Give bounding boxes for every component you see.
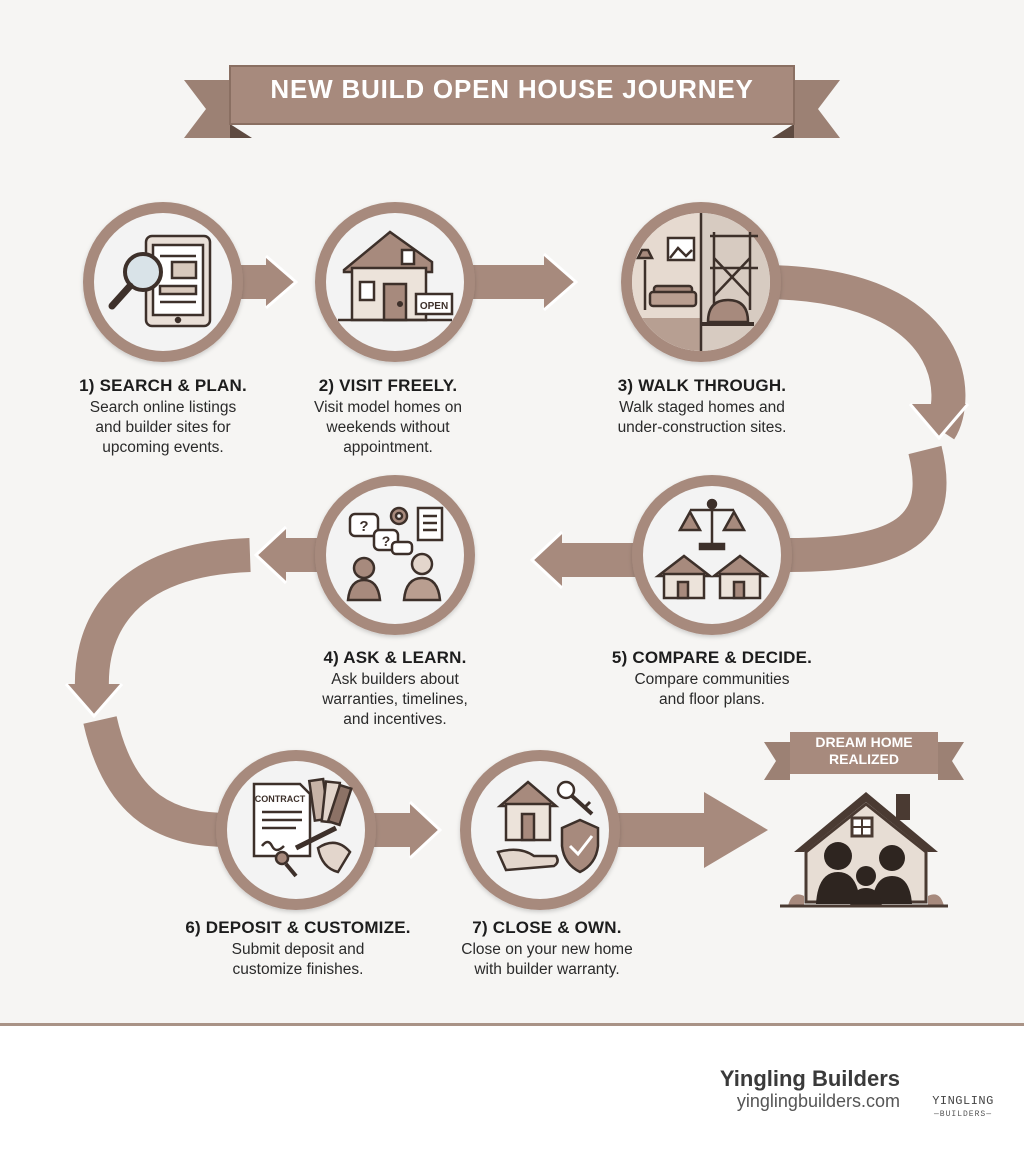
brand-url: yinglingbuilders.com xyxy=(736,1091,900,1111)
step-7-text: 7) CLOSE & OWN. Close on your new home w… xyxy=(417,918,677,980)
dream-home-label: DREAM HOME REALIZED xyxy=(815,734,913,767)
step-5-description: Compare communities and floor plans. xyxy=(634,671,790,709)
dream-home-banner xyxy=(764,732,964,780)
footer xyxy=(0,1026,1024,1154)
step-2-title: 2) VISIT FREELY. xyxy=(318,376,458,395)
step-1-title: 1) SEARCH & PLAN. xyxy=(79,376,247,395)
step-6-title: 6) DEPOSIT & CUSTOMIZE. xyxy=(185,918,411,937)
step-2-text: 2) VISIT FREELY. Visit model homes on we… xyxy=(258,376,518,458)
step-7-description: Close on your new home with builder warr… xyxy=(461,941,633,979)
step-1-description: Search online listings and builder sites… xyxy=(89,399,237,457)
logo-subtitle: —BUILDERS— xyxy=(933,1110,992,1119)
step-4-text: 4) ASK & LEARN. Ask builders about warra… xyxy=(265,648,525,730)
scale-houses-icon xyxy=(654,498,770,600)
house-open-sign-icon: OPEN xyxy=(338,230,454,322)
step-6-description: Submit deposit and customize finishes. xyxy=(231,941,365,979)
house-key-shield-icon xyxy=(496,780,600,874)
svg-text:OPEN: OPEN xyxy=(420,301,448,312)
svg-text:?: ? xyxy=(382,533,391,549)
people-questions-icon: ? ? xyxy=(346,506,444,602)
step-3-title: 3) WALK THROUGH. xyxy=(617,376,787,395)
footer-divider xyxy=(0,1023,1024,1026)
step-1-text: 1) SEARCH & PLAN. Search online listings… xyxy=(33,376,293,458)
tablet-magnifier-icon xyxy=(108,234,212,328)
svg-text:CONTRACT: CONTRACT xyxy=(255,794,306,804)
path-arrow-edges xyxy=(64,252,970,860)
family-house-icon xyxy=(780,792,948,908)
step-5-text: 5) COMPARE & DECIDE. Compare communities… xyxy=(582,648,842,710)
step-4-description: Ask builders about warranties, timelines… xyxy=(322,671,468,729)
page-title: NEW BUILD OPEN HOUSE JOURNEY xyxy=(270,74,754,104)
title-banner xyxy=(184,65,840,138)
step-7-title: 7) CLOSE & OWN. xyxy=(472,918,622,937)
logo-wordmark: YINGLING xyxy=(932,1094,994,1108)
step-4-title: 4) ASK & LEARN. xyxy=(323,648,467,667)
step-2-description: Visit model homes on weekends without ap… xyxy=(314,399,462,457)
step-3-description: Walk staged homes and under-construction… xyxy=(617,399,787,437)
step-3-text: 3) WALK THROUGH. Walk staged homes and u… xyxy=(572,376,832,438)
step-6-text: 6) DEPOSIT & CUSTOMIZE. Submit deposit a… xyxy=(168,918,428,980)
path-arrowheads xyxy=(66,254,968,868)
brand-name: Yingling Builders xyxy=(719,1066,900,1091)
step-5-title: 5) COMPARE & DECIDE. xyxy=(611,648,813,667)
svg-text:?: ? xyxy=(359,518,368,535)
contract-swatches-icon: CONTRACT xyxy=(252,777,353,878)
